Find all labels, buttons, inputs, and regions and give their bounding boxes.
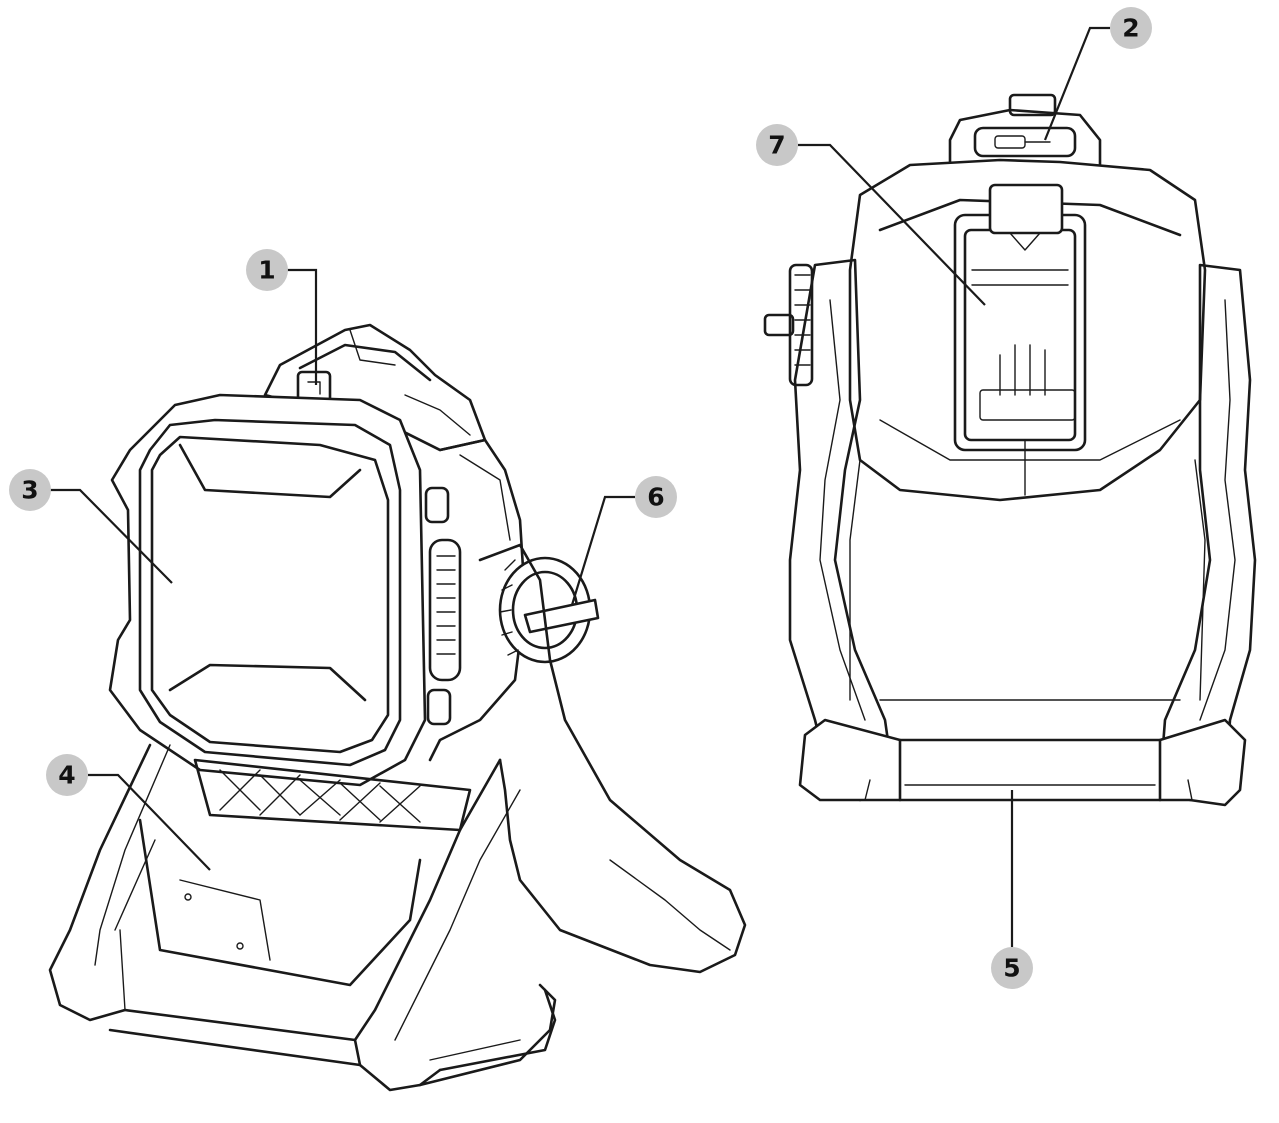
callout-3: 3 — [9, 469, 51, 511]
callout-4-circle — [46, 754, 88, 796]
callout-3-label: 3 — [21, 476, 38, 505]
callout-1-circle — [246, 249, 288, 291]
callout-2-circle — [1110, 7, 1152, 49]
callout-2: 2 — [1110, 7, 1152, 49]
callout-3-circle — [9, 469, 51, 511]
leader-7 — [798, 143, 986, 306]
callout-7: 7 — [756, 124, 798, 166]
leader-2 — [1043, 26, 1110, 141]
work-light-front-view — [48, 323, 747, 1092]
leader-1 — [287, 268, 318, 385]
callout-6-label: 6 — [647, 483, 664, 512]
callout-2-label: 2 — [1122, 14, 1139, 43]
work-light-back-view — [763, 93, 1257, 807]
callout-1-label: 1 — [258, 256, 275, 285]
leader-4 — [88, 773, 211, 871]
leader-6 — [570, 495, 635, 606]
callout-7-circle — [756, 124, 798, 166]
callout-7-label: 7 — [768, 131, 785, 160]
callout-1: 1 — [246, 249, 288, 291]
callout-5: 5 — [991, 947, 1033, 989]
callout-5-circle — [991, 947, 1033, 989]
leader-3 — [50, 488, 173, 584]
leader-lines — [50, 26, 1110, 947]
callout-5-label: 5 — [1003, 954, 1020, 983]
callout-4: 4 — [46, 754, 88, 796]
callout-4-label: 4 — [58, 761, 75, 790]
callout-6: 6 — [635, 476, 677, 518]
callout-6-circle — [635, 476, 677, 518]
